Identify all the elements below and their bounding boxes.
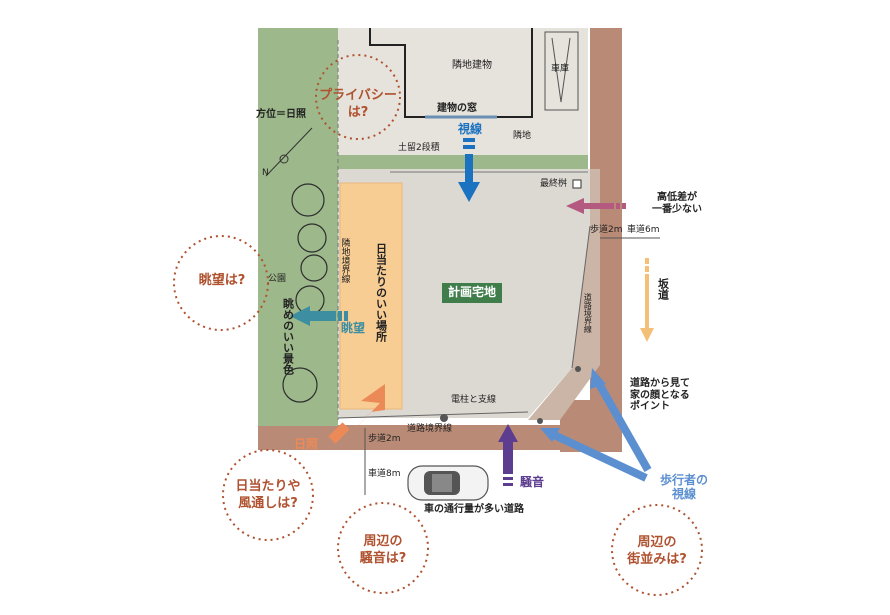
- privacy-question: プライバシーは?: [319, 88, 397, 120]
- orientation-label: 方位＝日照: [256, 109, 306, 120]
- garage-mark: [551, 37, 571, 103]
- final-basin-icon: [572, 179, 582, 189]
- noise-label: 騒音: [520, 475, 545, 489]
- scenic-view-label: 眺めのいい景色: [281, 298, 295, 375]
- retaining-wall-label: 土留2段積: [398, 143, 440, 153]
- lot-boundary-left-label: 隣地境界線: [339, 238, 350, 283]
- final-basin-label: 最終桝: [540, 179, 568, 189]
- neighbor-building-label: 隣地建物: [452, 60, 492, 71]
- road-boundary-right-label: 道路境界線: [583, 293, 593, 333]
- view-arrow: [290, 306, 348, 326]
- park-label: 公園: [268, 274, 287, 284]
- view-label: 眺望: [341, 321, 366, 335]
- garage-label: 車庫: [551, 64, 570, 74]
- roadway-bottom-label: 車道8m: [368, 469, 401, 479]
- height-diff-label: 高低差が 一番少ない: [652, 192, 702, 215]
- utility-pole-right2-icon: [575, 366, 581, 372]
- streetscape-question: 周辺の 街並みは?: [627, 535, 687, 567]
- sunlight-label: 日照: [294, 437, 319, 451]
- dimension-lines: [364, 237, 660, 495]
- park-strip: [258, 28, 338, 426]
- pedestrian-arrows: [540, 368, 652, 482]
- roadway-right-label: 車道6m: [627, 225, 660, 235]
- slope-label: 坂道: [656, 278, 670, 300]
- garage-box: [544, 31, 579, 111]
- house-face-label: 道路から見て 家の顔となる ポイント: [630, 378, 690, 412]
- building-window-label: 建物の窓: [437, 103, 477, 114]
- sightline-arrow: [458, 138, 480, 202]
- road-boundary-line-bottom: [337, 411, 529, 419]
- slope-arrow: [640, 258, 654, 342]
- neighbor-lot-area: [338, 28, 588, 158]
- sightline-label: 視線: [458, 122, 483, 136]
- planned-site-label: 計画宅地: [442, 283, 503, 303]
- retaining-wall-strip: [338, 155, 588, 169]
- noise-arrow: [498, 424, 518, 486]
- utility-pole-right-icon: [537, 418, 543, 424]
- car-icon: [407, 465, 489, 501]
- pedestrian-label: 歩行者の 視線: [660, 473, 709, 501]
- sidewalk-right-label: 歩道2m: [590, 225, 623, 235]
- height-diff-arrow: [566, 198, 626, 214]
- road-boundary-line-right: [571, 225, 591, 369]
- sunny-spot-label: 日当たりのいい場所: [374, 243, 388, 342]
- view-question: 眺望は?: [198, 273, 246, 288]
- sunlight-arrow: [328, 384, 385, 444]
- road-boundary-bottom-label: 道路境界線: [407, 424, 453, 434]
- neighbor-lot-label: 隣地: [513, 131, 532, 141]
- north-label: N: [262, 168, 269, 178]
- question-circles: [173, 54, 703, 596]
- utility-pole-icon: [440, 414, 448, 422]
- traffic-label: 車の通行量が多い道路: [424, 504, 524, 515]
- sun-wind-question: 日当たりや 風通しは?: [235, 479, 301, 511]
- noise-question: 周辺の 騒音は?: [359, 534, 407, 566]
- north-compass-icon: [265, 127, 313, 177]
- pole-guy-label: 電柱と支線: [451, 395, 497, 405]
- sunny-area: [339, 182, 403, 410]
- neighbor-building-outline: [369, 28, 533, 118]
- sidewalk-bottom-label: 歩道2m: [368, 434, 401, 444]
- sidewalk-right: [528, 169, 600, 420]
